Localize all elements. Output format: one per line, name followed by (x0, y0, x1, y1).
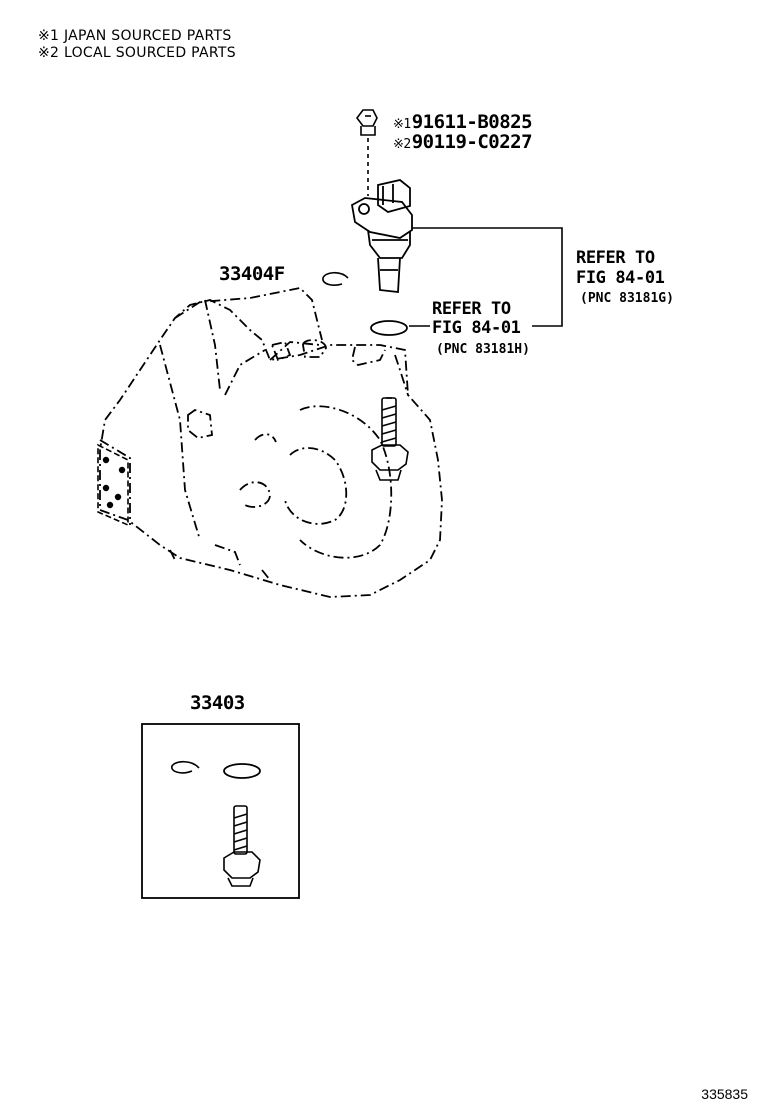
callout-bolt-japan[interactable]: ※191611-B0825 (393, 111, 533, 133)
sensor-refer-line2[interactable]: FIG 84-01 (576, 268, 665, 288)
case-flange (97, 443, 129, 527)
kit-clip-icon (171, 760, 200, 774)
transmission-case (99, 287, 443, 598)
callout-kit-33403[interactable]: 33403 (190, 692, 245, 714)
callout-clip-33404F[interactable]: 33404F (219, 263, 285, 285)
kit-o-ring (223, 763, 261, 779)
note-japan-sourced: ※1 JAPAN SOURCED PARTS (38, 28, 232, 44)
sensor-bolt (356, 109, 378, 136)
speed-sensor (351, 179, 413, 293)
mark-1: ※1 (393, 117, 411, 132)
stud-bolt (371, 397, 409, 481)
mark-2: ※2 (393, 137, 411, 152)
part-number-91611-B0825: 91611-B0825 (411, 111, 533, 133)
oring-refer-line2[interactable]: FIG 84-01 (432, 318, 521, 338)
o-ring (370, 320, 408, 336)
sensor-leader-line (412, 227, 563, 327)
kit-stud-bolt (223, 805, 261, 887)
sensor-pnc: (PNC 83181G) (580, 291, 674, 306)
sensor-refer-line1: REFER TO (576, 248, 655, 268)
note-local-sourced: ※2 LOCAL SOURCED PARTS (38, 45, 236, 61)
kit-box (141, 723, 300, 899)
callout-bolt-local[interactable]: ※290119-C0227 (393, 131, 533, 153)
illustration-code: 335835 (701, 1086, 748, 1102)
part-number-90119-C0227: 90119-C0227 (411, 131, 533, 153)
oring-refer-line1: REFER TO (432, 299, 511, 319)
clip-icon (322, 271, 349, 286)
oring-pnc: (PNC 83181H) (436, 342, 530, 357)
